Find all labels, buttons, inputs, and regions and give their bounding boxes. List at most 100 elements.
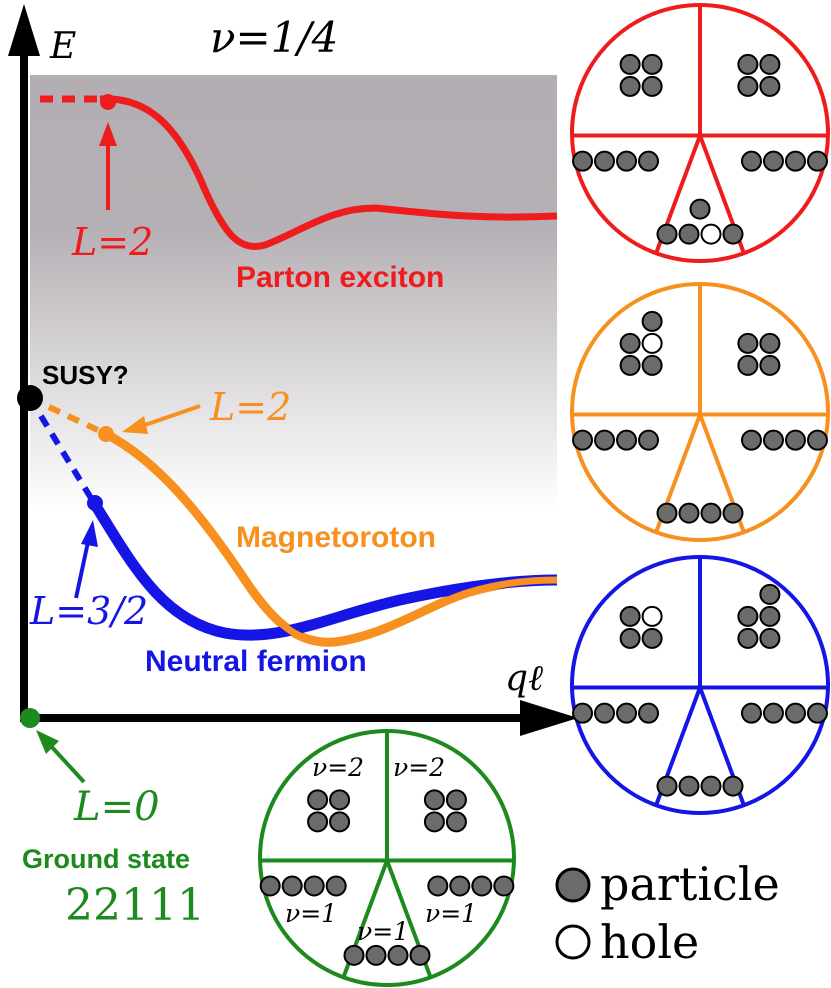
parton-exciton-curve xyxy=(99,95,558,250)
orange-br-particle-2 xyxy=(784,429,806,451)
red-tl-particle-2 xyxy=(619,75,641,97)
legend-particle-label: particle xyxy=(600,857,780,911)
red-bottom-particle-1 xyxy=(678,223,700,245)
neutral-fermion-curve xyxy=(89,500,558,641)
blue-tr-particle-0 xyxy=(737,605,759,627)
filling-fraction-title: ν=1/4 xyxy=(210,13,338,62)
green-tr-particle-3 xyxy=(445,811,467,833)
blue-tl-particle xyxy=(641,627,663,649)
orange-tl-extra-particle xyxy=(641,310,663,332)
magnetoroton-overlap-curve xyxy=(242,576,558,646)
ground-disk-nu-top-right: ν=2 xyxy=(393,753,445,782)
orange-bl-particle-1 xyxy=(594,429,616,451)
blue-bottom-particle-1 xyxy=(678,775,700,797)
green-bl-particle-1 xyxy=(281,875,303,897)
green-bottom-particle-2 xyxy=(387,944,409,966)
ground-disk-labels: ν=2 ν=2 ν=1 ν=1 ν=1 xyxy=(285,753,477,946)
green-br-particle-2 xyxy=(471,875,493,897)
red-br-particle-2 xyxy=(784,150,806,172)
red-tr-particle-0 xyxy=(737,53,759,75)
orange-bottom-particle-3 xyxy=(722,502,744,524)
blue-tr-particle-2 xyxy=(737,627,759,649)
green-tr-particle-1 xyxy=(445,789,467,811)
blue-bottom-particle-0 xyxy=(656,775,678,797)
axes xyxy=(8,4,578,736)
red-tr-particle-3 xyxy=(759,75,781,97)
ground-state-name: Ground state xyxy=(22,844,190,874)
parton-exciton-l-label: L=2 xyxy=(71,220,153,264)
green-tl-particle-2 xyxy=(307,811,329,833)
red-bl-particle-2 xyxy=(616,150,638,172)
ground-state-arrowhead xyxy=(36,730,59,754)
magnetoroton-l2-arrow-shaft xyxy=(141,404,201,428)
blue-tr-particle-1 xyxy=(759,605,781,627)
ground-state-code: 22111 xyxy=(65,880,205,931)
green-tl-particle-1 xyxy=(329,789,351,811)
parton-exciton-name: Parton exciton xyxy=(236,261,444,294)
neutral-fermion-name: Neutral fermion xyxy=(145,645,367,678)
blue-bl-particle-1 xyxy=(594,702,616,724)
ground-state-disk xyxy=(258,729,516,987)
magnetoroton-l2-arrowhead xyxy=(122,416,148,434)
magnetoroton-disk xyxy=(570,282,830,542)
y-axis-arrowhead xyxy=(8,4,40,56)
orange-bottom-particle-2 xyxy=(700,502,722,524)
neutral-fermion-l-label: L=3/2 xyxy=(29,589,148,633)
susy-point xyxy=(17,385,43,411)
red-tl-particle-0 xyxy=(619,53,641,75)
neutral-fermion-disk xyxy=(570,555,830,815)
neutral-fermion-l32-point xyxy=(87,495,103,511)
red-br-particle-0 xyxy=(740,150,762,172)
orange-tl-particle xyxy=(619,354,641,376)
red-bl-particle-1 xyxy=(594,150,616,172)
green-tl-particle-3 xyxy=(329,811,351,833)
ground-disk-nu-top-left: ν=2 xyxy=(312,753,364,782)
orange-br-particle-1 xyxy=(762,429,784,451)
green-bottom-particle-0 xyxy=(343,944,365,966)
ground-disk-nu-bottom: ν=1 xyxy=(357,917,409,946)
y-axis-label: E xyxy=(49,26,76,67)
parton-exciton-l2-point xyxy=(100,94,116,110)
neutral-fermion-l32-arrowhead xyxy=(81,520,98,547)
orange-br-particle-3 xyxy=(806,429,828,451)
orange-bl-particle-2 xyxy=(616,429,638,451)
orange-bottom-particle-0 xyxy=(656,502,678,524)
neutral-fermion-branch xyxy=(27,396,558,646)
legend-hole-symbol xyxy=(555,924,591,960)
ground-disk-nu-bottom-right: ν=1 xyxy=(425,899,477,928)
blue-tl-particle xyxy=(619,605,641,627)
green-br-particle-0 xyxy=(427,875,449,897)
parton-exciton-disk xyxy=(570,3,830,263)
orange-bl-particle-3 xyxy=(638,429,660,451)
ground-state-arrow-shaft xyxy=(48,743,86,784)
orange-tl-hole xyxy=(641,332,663,354)
blue-tr-particle-3 xyxy=(759,627,781,649)
green-bl-particle-3 xyxy=(325,875,347,897)
red-bl-particle-3 xyxy=(638,150,660,172)
x-axis-arrowhead xyxy=(520,700,578,736)
ground-disk-nu-bottom-left: ν=1 xyxy=(285,899,337,928)
red-bl-particle-0 xyxy=(572,150,594,172)
green-br-particle-1 xyxy=(449,875,471,897)
susy-label: SUSY? xyxy=(42,360,129,390)
blue-br-particle-2 xyxy=(784,702,806,724)
orange-bottom-particle-1 xyxy=(678,502,700,524)
blue-bl-particle-3 xyxy=(638,702,660,724)
x-axis-label: qℓ xyxy=(505,658,543,699)
blue-bottom-particle-2 xyxy=(700,775,722,797)
red-tl-particle-1 xyxy=(641,53,663,75)
red-bottom-particle-0 xyxy=(656,223,678,245)
parton-disks xyxy=(258,3,830,987)
parton-exciton-branch xyxy=(40,94,558,250)
neutral-fermion-l32-arrow-shaft xyxy=(74,541,90,599)
green-bottom-particle-1 xyxy=(365,944,387,966)
green-tl-particle-0 xyxy=(307,789,329,811)
green-tr-particle-2 xyxy=(423,811,445,833)
blue-tr-extra-particle xyxy=(759,583,781,605)
red-tr-particle-2 xyxy=(737,75,759,97)
blue-tl-hole xyxy=(641,605,663,627)
magnetoroton-name: Magnetoroton xyxy=(236,521,436,554)
blue-br-particle-0 xyxy=(740,702,762,724)
green-br-particle-3 xyxy=(493,875,515,897)
